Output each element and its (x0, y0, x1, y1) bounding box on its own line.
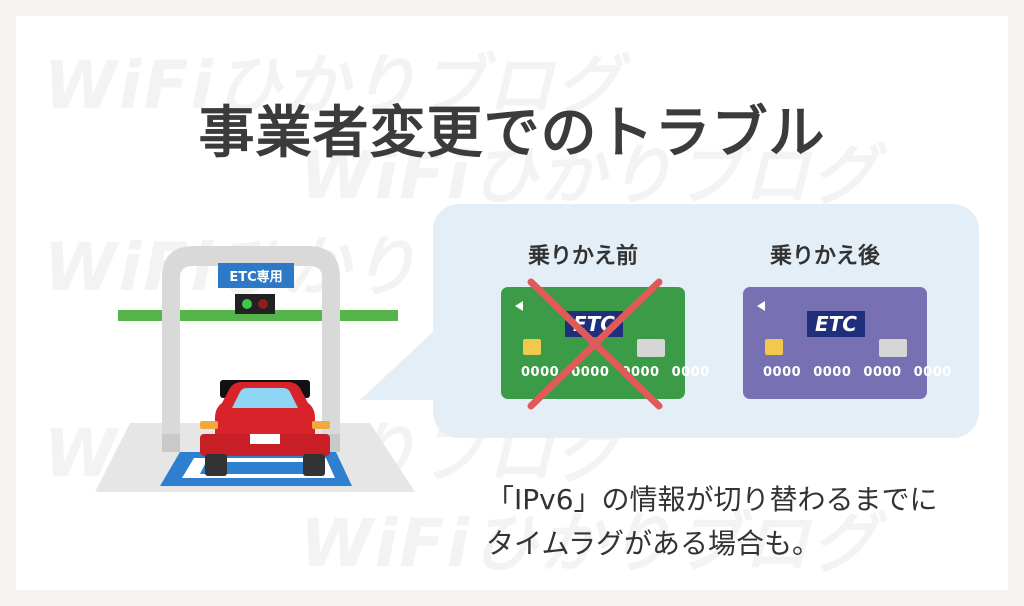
etc-sign-label: ETC専用 (229, 269, 282, 285)
etc-card-after: ETC 0000 0000 0000 0000 (743, 287, 951, 399)
card-after-label: 乗りかえ後 (770, 244, 881, 269)
car-icon (200, 380, 330, 476)
watermark: WiFiひかりブログ (300, 137, 880, 214)
caption-line-2: タイムラグがある場合も。 (486, 527, 821, 560)
etc-sign (218, 263, 294, 288)
toll-gate-illustration: ETC専用 (95, 246, 415, 492)
card-number: 0000 0000 0000 0000 (763, 365, 952, 380)
chip-icon (523, 339, 541, 355)
traffic-signal (235, 294, 275, 314)
gate-bar (118, 310, 398, 321)
page-title: 事業者変更でのトラブル (198, 101, 826, 166)
speech-bubble-tail (360, 330, 435, 400)
watermark: WiFiひかりブログ (44, 47, 624, 124)
cross-icon (527, 278, 663, 410)
card-before-label: 乗りかえ前 (528, 244, 639, 269)
toll-gate-frame (162, 246, 340, 452)
chip-icon (765, 339, 783, 355)
caption-line-1: 「IPv6」の情報が切り替わるまでに (486, 483, 938, 516)
card-brand: ETC (807, 311, 865, 337)
watermark: WiFiひかりブログ (300, 505, 880, 582)
